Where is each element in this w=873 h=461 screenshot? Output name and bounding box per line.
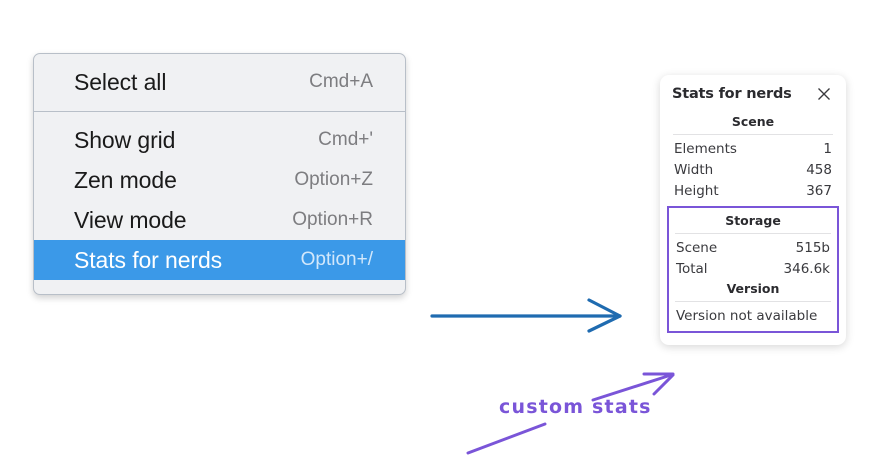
stats-for-nerds-panel: Stats for nerds Scene Elements 1 Width 4… — [660, 75, 846, 345]
version-note: Version not available — [676, 308, 818, 324]
stat-label: Height — [674, 182, 719, 199]
menu-item-shortcut: Option+Z — [294, 169, 373, 190]
menu-item-shortcut: Option+R — [292, 209, 373, 230]
menu-item-shortcut: Cmd+A — [309, 71, 373, 92]
menu-item-zen-mode[interactable]: Zen mode Option+Z — [34, 160, 405, 200]
stat-group-storage: Storage Scene 515b Total 346.6k — [674, 211, 832, 279]
menu-item-label: Show grid — [74, 126, 176, 153]
stat-group-heading: Scene — [731, 114, 775, 129]
blue-arrow-annotation — [430, 298, 622, 333]
custom-stats-annotation-label: custom stats — [499, 396, 652, 418]
menu-item-view-mode[interactable]: View mode Option+R — [34, 200, 405, 240]
menu-divider — [34, 111, 405, 112]
stat-row: Height 367 — [672, 180, 834, 201]
stat-row: Width 458 — [672, 159, 834, 180]
menu-item-shortcut: Option+/ — [300, 249, 373, 270]
stat-value: 1 — [823, 140, 832, 157]
stat-label: Elements — [674, 140, 737, 157]
custom-stats-highlight-box: Storage Scene 515b Total 346.6k Version … — [667, 206, 839, 333]
panel-title: Stats for nerds — [672, 86, 792, 102]
menu-item-label: Stats for nerds — [74, 246, 223, 273]
stat-label: Width — [674, 161, 714, 178]
stat-group-heading: Storage — [725, 213, 781, 228]
stat-value: 346.6k — [783, 260, 830, 277]
stat-rule — [675, 301, 831, 302]
menu-item-shortcut: Cmd+' — [318, 129, 373, 150]
context-menu[interactable]: Select all Cmd+A Show grid Cmd+' Zen mod… — [33, 53, 406, 295]
stat-row: Total 346.6k — [674, 258, 832, 279]
close-icon[interactable] — [816, 86, 832, 102]
menu-section-selection: Select all Cmd+A — [34, 54, 405, 111]
stat-group-heading: Version — [726, 281, 780, 296]
stat-label: Scene — [676, 239, 718, 256]
panel-header: Stats for nerds — [672, 86, 834, 102]
menu-item-show-grid[interactable]: Show grid Cmd+' — [34, 120, 405, 160]
stat-value: 515b — [795, 239, 830, 256]
menu-item-label: View mode — [74, 206, 187, 233]
stat-rule — [673, 134, 833, 135]
stat-row: Elements 1 — [672, 138, 834, 159]
stat-value: 458 — [806, 161, 832, 178]
stat-row: Scene 515b — [674, 237, 832, 258]
menu-item-stats-for-nerds[interactable]: Stats for nerds Option+/ — [34, 240, 405, 280]
menu-item-label: Zen mode — [74, 166, 177, 193]
menu-item-select-all[interactable]: Select all Cmd+A — [34, 62, 405, 102]
menu-section-view: Show grid Cmd+' Zen mode Option+Z View m… — [34, 112, 405, 294]
menu-item-label: Select all — [74, 68, 167, 95]
purple-underline-annotation — [466, 422, 547, 455]
stat-rule — [675, 233, 831, 234]
stat-label: Total — [676, 260, 708, 277]
stat-group-version: Version Version not available — [674, 279, 832, 326]
stat-value: 367 — [806, 182, 832, 199]
stat-group-scene: Scene Elements 1 Width 458 Height 367 — [672, 112, 834, 201]
